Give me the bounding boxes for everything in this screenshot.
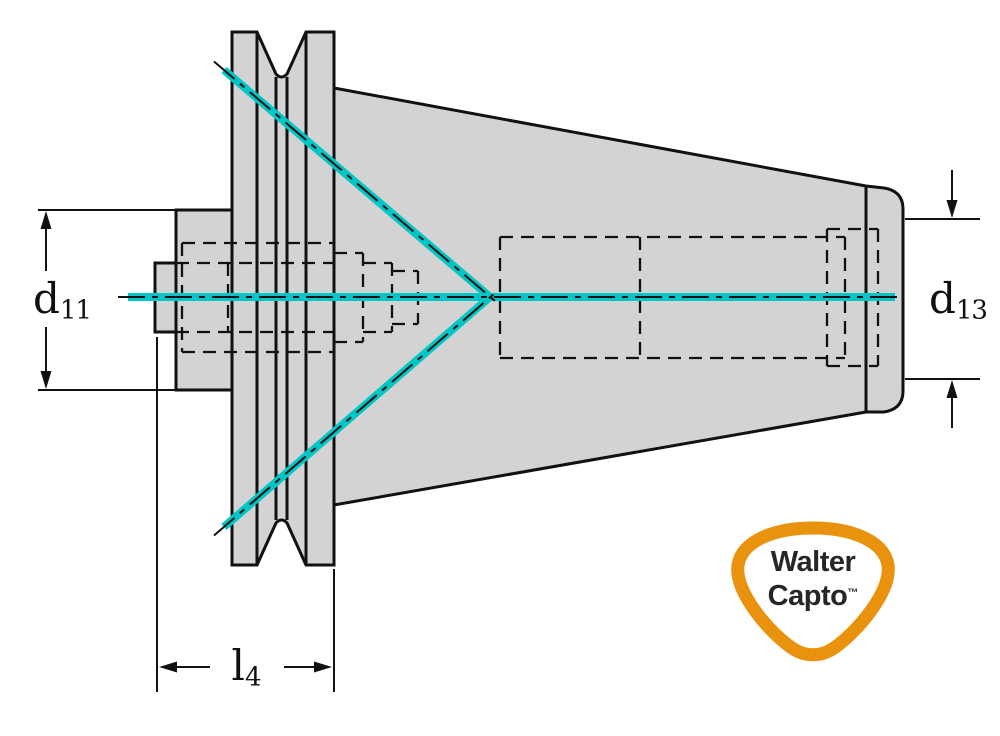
logo-word-capto-line: Capto™ bbox=[738, 578, 888, 612]
dimension-d13 bbox=[905, 170, 980, 428]
arrowhead-down bbox=[946, 200, 958, 218]
dimension-d11 bbox=[38, 209, 176, 391]
dim-d11-sub: 11 bbox=[59, 295, 92, 326]
arrowhead-up bbox=[946, 380, 958, 398]
dimension-l4 bbox=[156, 337, 335, 692]
arrowhead-right bbox=[314, 661, 332, 673]
arrowhead-left bbox=[159, 661, 177, 673]
centerlines bbox=[118, 60, 903, 537]
dim-label-l4: l4 bbox=[210, 641, 282, 693]
logo-word-walter: Walter bbox=[770, 546, 856, 578]
dim-d13-sub: 13 bbox=[955, 295, 988, 326]
dim-label-d13: d13 bbox=[916, 274, 1000, 326]
logo-trademark: ™ bbox=[847, 587, 859, 599]
dim-l4-sub: 4 bbox=[244, 662, 262, 693]
dim-d13-base: d bbox=[928, 274, 956, 323]
capto-logo-ring bbox=[731, 521, 895, 662]
dim-l4-base: l bbox=[231, 641, 245, 690]
logo-word-capto: Capto bbox=[767, 580, 848, 612]
capto-logo-text: Walter Capto™ bbox=[738, 547, 888, 612]
arrowhead-up bbox=[40, 211, 52, 229]
dim-label-d11: d11 bbox=[20, 274, 104, 326]
arrowhead-down bbox=[40, 371, 52, 389]
hidden-bore-lines bbox=[176, 227, 880, 368]
dim-d11-base: d bbox=[32, 274, 60, 323]
